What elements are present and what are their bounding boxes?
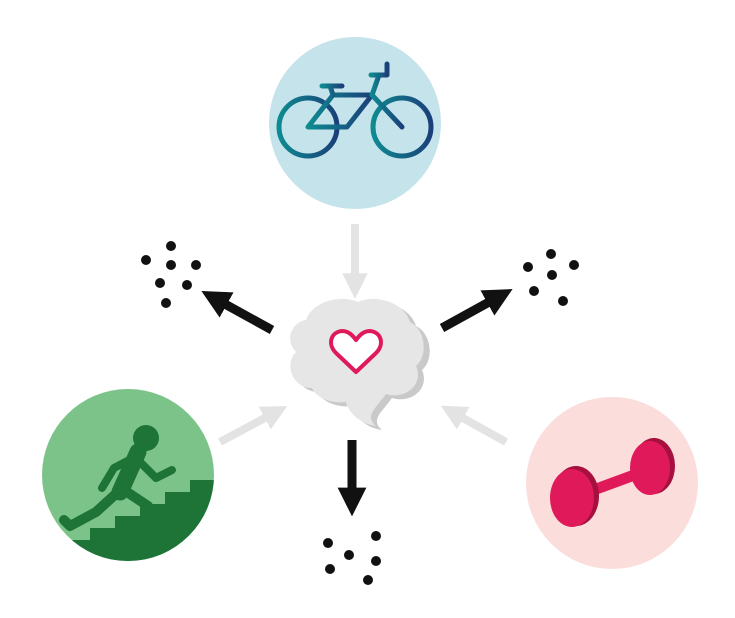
input-arrow-runner xyxy=(218,405,288,446)
input-arrows xyxy=(218,224,508,446)
particles-top-left xyxy=(141,241,201,308)
brain-node xyxy=(290,298,430,430)
bicycle-circle xyxy=(269,37,441,209)
particles-icon xyxy=(141,241,579,585)
runner-node xyxy=(42,389,214,561)
input-arrow-dumbbell xyxy=(440,405,508,446)
dumbbell-icon xyxy=(550,438,675,527)
output-arrows xyxy=(201,289,513,517)
bicycle-node xyxy=(269,37,441,209)
heart-icon xyxy=(329,329,383,374)
particles-bottom xyxy=(323,531,381,585)
bicycle-icon xyxy=(276,61,434,159)
output-arrow-top-right xyxy=(439,289,513,332)
particles-top-right xyxy=(523,249,579,306)
dumbbell-node xyxy=(526,397,698,569)
output-arrow-top-left xyxy=(201,291,275,334)
running-person-icon xyxy=(59,425,176,537)
stairs-icon xyxy=(42,480,214,561)
